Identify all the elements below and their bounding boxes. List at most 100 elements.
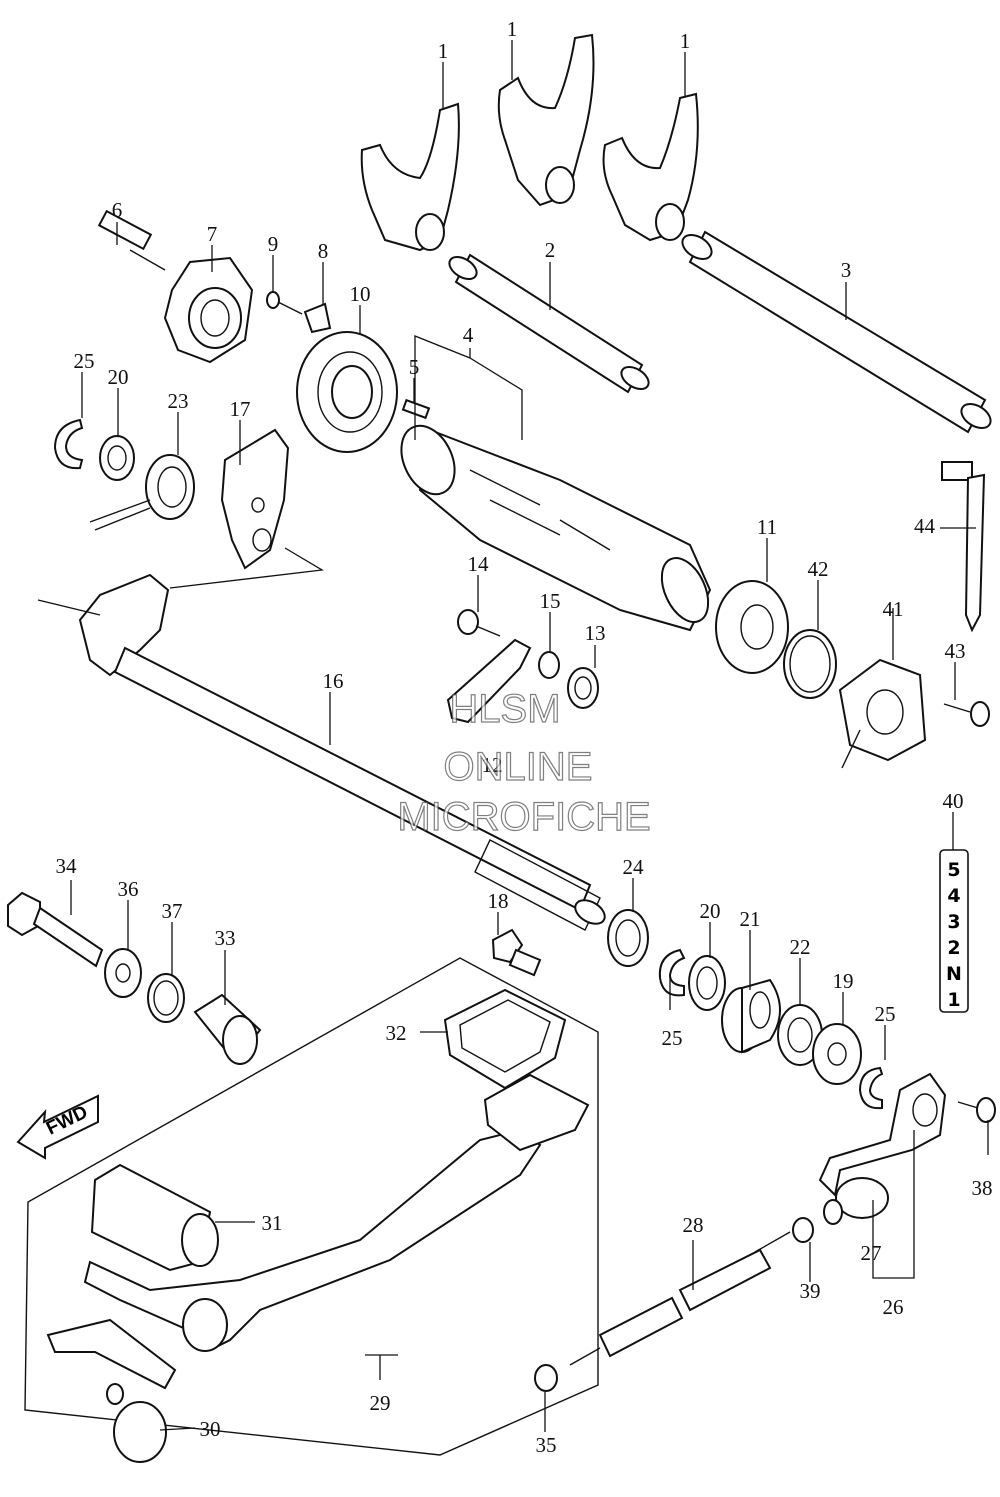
washer-19[interactable] bbox=[812, 1023, 862, 1085]
gear-position-switch-41[interactable] bbox=[838, 658, 927, 769]
callout-25-middle: 25 bbox=[662, 1026, 683, 1050]
shift-fork-middle[interactable] bbox=[497, 33, 595, 207]
circlip-25-middle[interactable] bbox=[658, 948, 686, 997]
callout-35: 35 bbox=[536, 1433, 557, 1457]
gearshift-shaft-16[interactable] bbox=[78, 573, 609, 931]
cam-stopper-plate-7[interactable] bbox=[163, 256, 254, 364]
circlip-25-right[interactable] bbox=[858, 1066, 884, 1110]
screw-43[interactable] bbox=[943, 701, 990, 727]
spacer-33[interactable] bbox=[193, 993, 262, 1065]
callout-4: 4 bbox=[463, 323, 474, 347]
gearshift-cam-4[interactable] bbox=[391, 417, 717, 632]
pedal-pad[interactable] bbox=[483, 1073, 590, 1152]
gear-indicator-labels: 5 4 3 2 N 1 bbox=[946, 859, 962, 1011]
nut-35[interactable] bbox=[534, 1364, 558, 1392]
callout-8: 8 bbox=[318, 239, 329, 263]
spring-24[interactable] bbox=[607, 909, 649, 967]
needle-bearing-21[interactable] bbox=[721, 978, 781, 1054]
callout-9: 9 bbox=[268, 232, 279, 256]
callout-23: 23 bbox=[168, 389, 189, 413]
pin-5[interactable] bbox=[401, 398, 431, 420]
bolt-18[interactable] bbox=[491, 928, 542, 977]
ball-joint-30[interactable] bbox=[106, 1383, 167, 1463]
gear-label-1: 1 bbox=[947, 989, 960, 1011]
callout-15: 15 bbox=[540, 589, 561, 613]
callout-25-left: 25 bbox=[74, 349, 95, 373]
gear-label-2: 2 bbox=[947, 937, 960, 959]
callout-5: 5 bbox=[409, 355, 420, 379]
callout-2: 2 bbox=[545, 238, 556, 262]
callout-28: 28 bbox=[683, 1213, 704, 1237]
callout-16: 16 bbox=[323, 669, 344, 693]
bolt-6[interactable] bbox=[97, 209, 166, 271]
callout-18: 18 bbox=[488, 889, 509, 913]
gearshift-link-rod-28[interactable] bbox=[569, 1231, 791, 1366]
fwd-arrow-icon: FWD bbox=[16, 1094, 99, 1160]
callout-12: 12 bbox=[482, 753, 503, 777]
bearing-10[interactable] bbox=[296, 331, 398, 453]
watermark-line-1: HLSM bbox=[449, 687, 560, 731]
callout-36: 36 bbox=[118, 877, 139, 901]
callout-13: 13 bbox=[585, 621, 606, 645]
callout-labels: 1 1 1 2 3 4 5 6 7 8 9 10 11 12 13 14 15 … bbox=[56, 17, 993, 1457]
callout-43: 43 bbox=[945, 639, 966, 663]
callout-1-right: 1 bbox=[680, 29, 691, 53]
shift-fork-right[interactable] bbox=[602, 92, 699, 242]
washer-20-left[interactable] bbox=[99, 435, 135, 481]
spring-13[interactable] bbox=[567, 667, 599, 709]
nut-39[interactable] bbox=[792, 1217, 814, 1243]
gear-label-4: 4 bbox=[947, 885, 960, 907]
callout-25-right: 25 bbox=[875, 1002, 896, 1026]
watermark-line-2: ONLINE bbox=[444, 745, 593, 789]
pin-8[interactable] bbox=[303, 302, 332, 334]
shift-fork-left[interactable] bbox=[360, 102, 460, 252]
callout-34: 34 bbox=[56, 854, 78, 878]
callout-31: 31 bbox=[262, 1211, 283, 1235]
washer-20-middle[interactable] bbox=[688, 955, 726, 1011]
washer-15[interactable] bbox=[538, 651, 560, 679]
callout-22: 22 bbox=[790, 935, 811, 959]
callout-11: 11 bbox=[757, 515, 777, 539]
callout-27: 27 bbox=[861, 1241, 882, 1265]
o-ring-42[interactable] bbox=[783, 629, 837, 699]
leader-lines bbox=[37, 40, 989, 1432]
callout-20-left: 20 bbox=[108, 365, 129, 389]
watermark-line-3: MICROFICHE bbox=[397, 795, 650, 839]
circlip-25-left[interactable] bbox=[53, 418, 84, 470]
callout-1-middle: 1 bbox=[507, 17, 518, 41]
fork-shaft-2[interactable] bbox=[446, 252, 653, 394]
rubber-pad-32[interactable] bbox=[443, 988, 567, 1090]
pin-44[interactable] bbox=[941, 461, 986, 633]
callout-26: 26 bbox=[883, 1295, 904, 1319]
bearing-11[interactable] bbox=[715, 580, 789, 674]
callout-24: 24 bbox=[623, 855, 645, 879]
watermark: HLSM ONLINE MICROFICHE bbox=[397, 686, 652, 839]
callout-6: 6 bbox=[112, 198, 123, 222]
shift-pawl-12[interactable] bbox=[446, 638, 532, 724]
callout-19: 19 bbox=[833, 969, 854, 993]
washer-37[interactable] bbox=[147, 973, 185, 1023]
spring-23[interactable] bbox=[89, 454, 195, 531]
gearshift-arm-26[interactable] bbox=[818, 1072, 947, 1198]
gear-label-n: N bbox=[946, 963, 962, 985]
gearshift-arm-plate-17[interactable] bbox=[220, 428, 290, 570]
gear-label-3: 3 bbox=[947, 911, 960, 933]
callout-29: 29 bbox=[370, 1391, 391, 1415]
screw-9[interactable] bbox=[266, 291, 303, 315]
callout-42: 42 bbox=[808, 557, 829, 581]
callout-41: 41 bbox=[883, 597, 904, 621]
bolt-34[interactable] bbox=[7, 891, 104, 968]
fork-shaft-3[interactable] bbox=[678, 230, 995, 434]
bolt-38[interactable] bbox=[957, 1097, 996, 1123]
callout-14: 14 bbox=[468, 552, 490, 576]
gear-label-5: 5 bbox=[947, 859, 960, 881]
ball-joint-27[interactable] bbox=[823, 1177, 889, 1225]
callout-20-right: 20 bbox=[700, 899, 721, 923]
callout-39: 39 bbox=[800, 1279, 821, 1303]
footrest-rubber-31[interactable] bbox=[90, 1163, 219, 1272]
shift-lever-29[interactable] bbox=[46, 1128, 542, 1390]
callout-17: 17 bbox=[230, 397, 251, 421]
bolt-14[interactable] bbox=[457, 609, 501, 637]
callout-40: 40 bbox=[943, 789, 964, 813]
washer-36[interactable] bbox=[104, 948, 142, 998]
